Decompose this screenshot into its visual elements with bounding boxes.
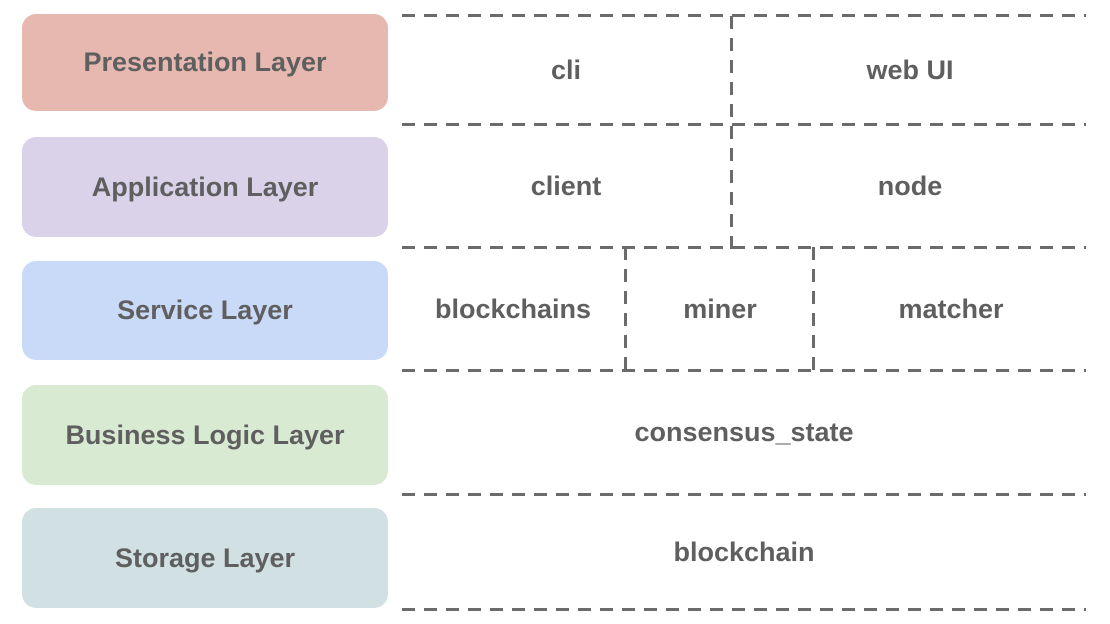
- layer-box-storage: Storage Layer: [22, 508, 388, 608]
- layer-box-business-logic: Business Logic Layer: [22, 385, 388, 485]
- row-divider-line: [402, 14, 1086, 17]
- component-cell-node: node: [734, 125, 1086, 247]
- component-cell-consensus-state: consensus_state: [402, 371, 1086, 494]
- column-divider-line: [730, 16, 733, 252]
- layer-box-application: Application Layer: [22, 137, 388, 237]
- row-divider-line: [402, 493, 1086, 496]
- layer-label-service: Service Layer: [117, 295, 293, 325]
- component-label-client: client: [530, 170, 602, 201]
- component-cell-matcher: matcher: [816, 248, 1086, 370]
- row-divider-line: [402, 246, 1086, 249]
- component-label-blockchains: blockchains: [434, 293, 592, 324]
- column-divider-line: [624, 247, 627, 377]
- component-label-consensus-state: consensus_state: [634, 417, 854, 447]
- component-cell-blockchain: blockchain: [402, 495, 1086, 609]
- component-label-node: node: [877, 170, 943, 201]
- component-label-cli: cli: [550, 54, 582, 85]
- component-cell-blockchains: blockchains: [402, 248, 624, 370]
- component-label-web-ui: web UI: [866, 54, 954, 85]
- row-divider-line: [402, 123, 1086, 126]
- row-divider-line: [402, 608, 1086, 611]
- component-label-matcher: matcher: [898, 293, 1004, 324]
- layer-box-service: Service Layer: [22, 261, 388, 360]
- component-cell-cli: cli: [402, 16, 730, 124]
- component-cell-client: client: [402, 125, 730, 247]
- component-cell-miner: miner: [628, 248, 812, 370]
- row-divider-line: [402, 369, 1086, 372]
- component-label-miner: miner: [683, 293, 757, 324]
- column-divider-line: [812, 247, 815, 377]
- layer-label-business-logic: Business Logic Layer: [65, 419, 345, 450]
- layer-label-application: Application Layer: [91, 171, 319, 202]
- layer-label-storage: Storage Layer: [114, 542, 296, 573]
- component-cell-web-ui: web UI: [734, 16, 1086, 124]
- layer-box-presentation: Presentation Layer: [22, 14, 388, 111]
- layer-label-presentation: Presentation Layer: [83, 47, 327, 77]
- component-label-blockchain: blockchain: [673, 536, 815, 567]
